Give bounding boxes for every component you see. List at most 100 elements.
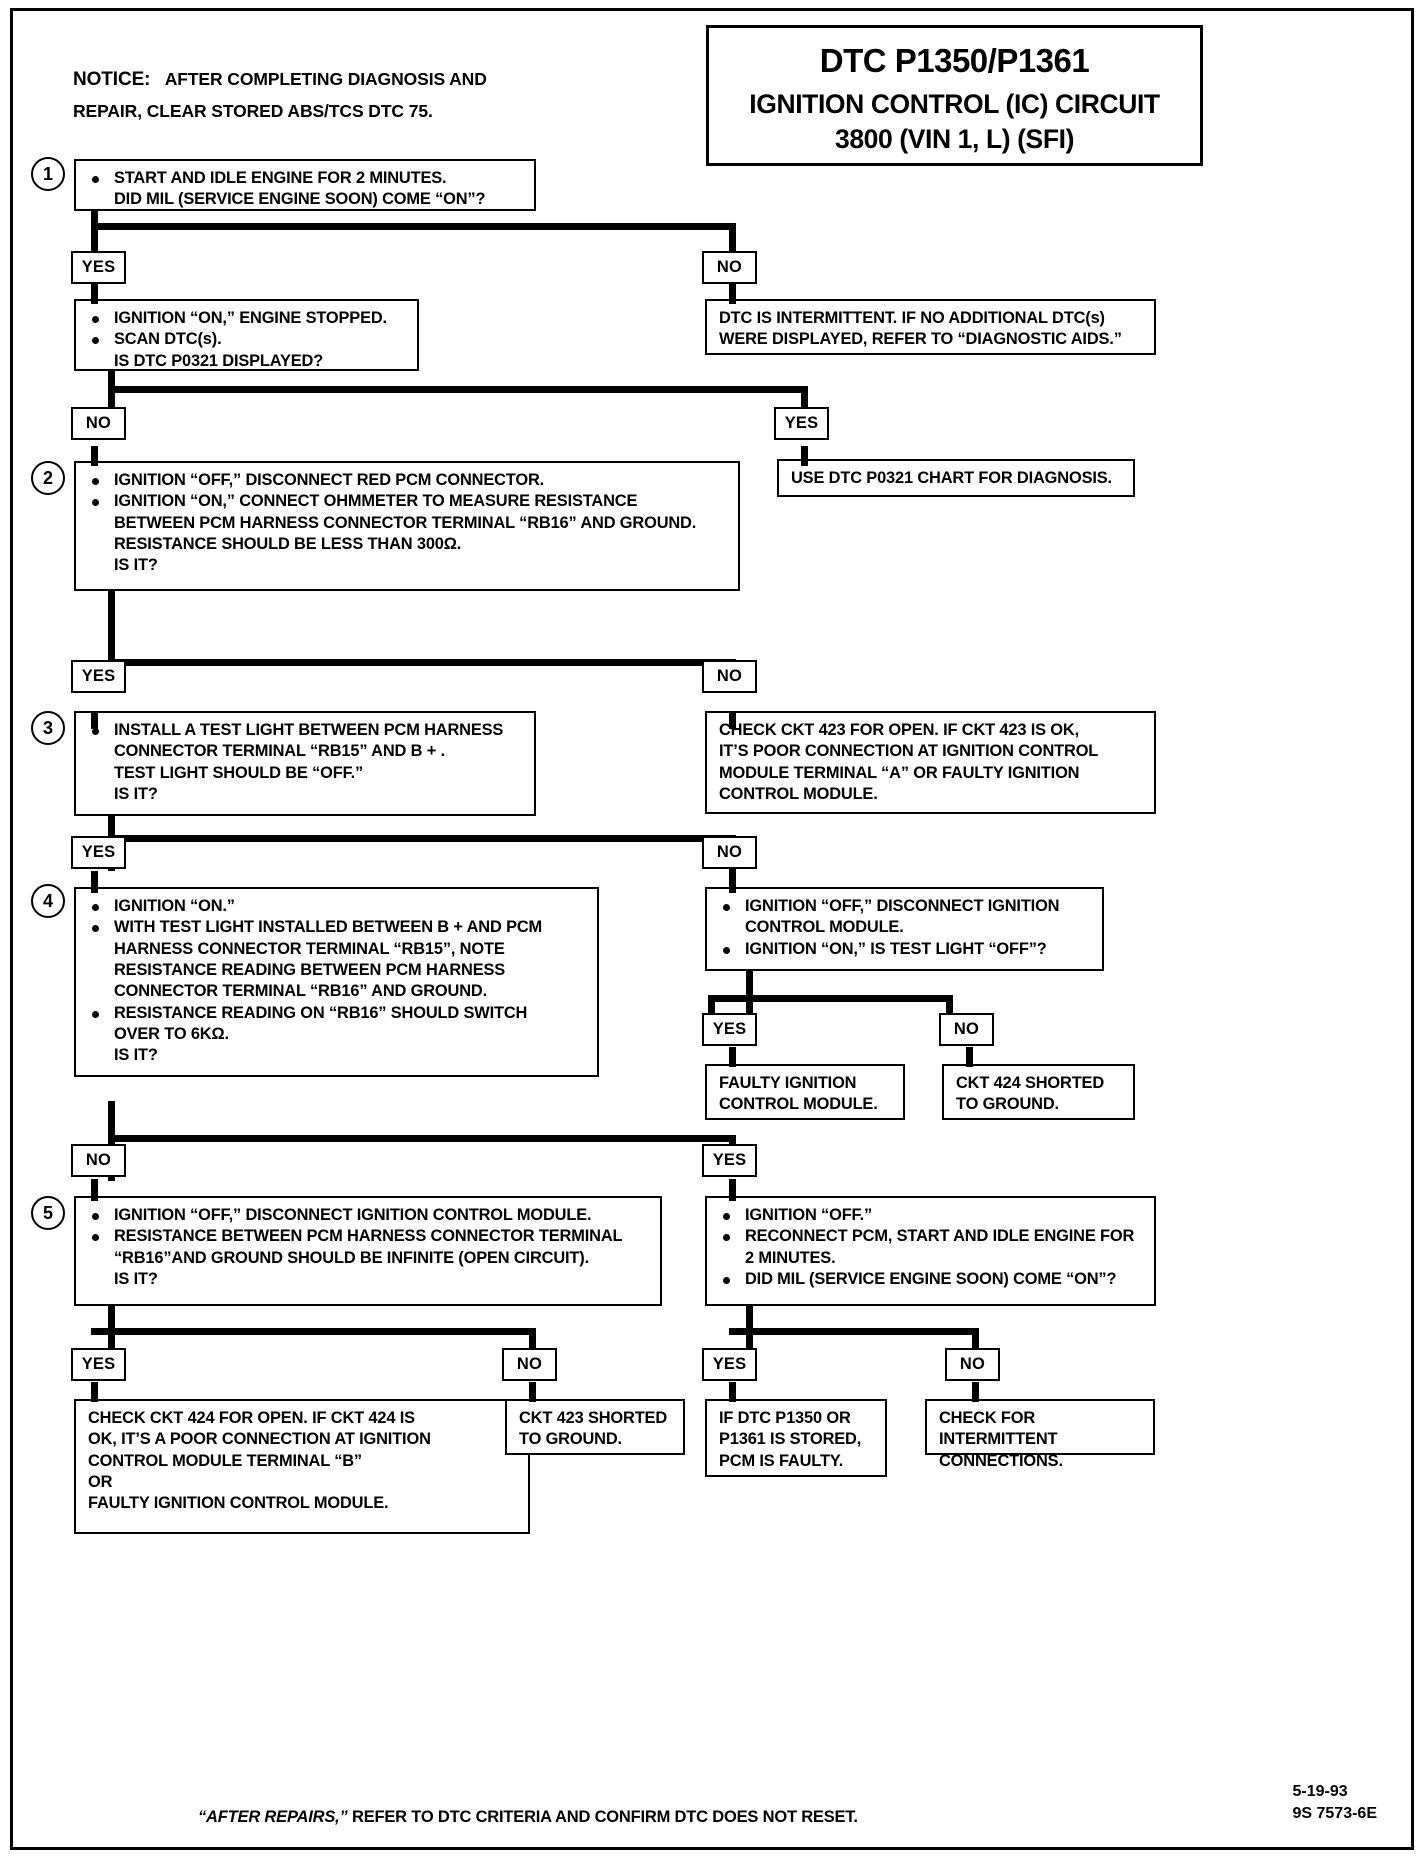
- step-2-box: IGNITION “OFF,” DISCONNECT RED PCM CONNE…: [74, 461, 740, 591]
- connector-line: [108, 659, 736, 666]
- step-1-yes-line-3: IS DTC P0321 DISPLAYED?: [114, 351, 324, 370]
- step-4-yes-box: IGNITION “OFF.” RECONNECT PCM, START AND…: [705, 1196, 1156, 1306]
- connector-line: [729, 1179, 736, 1201]
- step-4-yes-line-4: DID MIL (SERVICE ENGINE SOON) COME “ON”?: [719, 1269, 1144, 1290]
- engine-title: 3800 (VIN 1, L) (SFI): [835, 124, 1074, 154]
- step-5-line-1: IGNITION “OFF,” DISCONNECT IGNITION CONT…: [88, 1205, 650, 1226]
- connector-line: [108, 371, 115, 421]
- pcm-faulty-box: IF DTC P1350 OR P1361 IS STORED, PCM IS …: [705, 1399, 887, 1477]
- ckt423-short-line-1: CKT 423 SHORTED: [519, 1409, 668, 1427]
- connector-line: [708, 995, 715, 1019]
- step-5-line-4: IS IT?: [114, 1269, 158, 1288]
- footer-note-emphasis: “AFTER REPAIRS,”: [198, 1808, 348, 1826]
- step-1-yes-line-1: IGNITION “ON,” ENGINE STOPPED.: [88, 308, 407, 329]
- step-2-line-3: BETWEEN PCM HARNESS CONNECTOR TERMINAL “…: [114, 513, 697, 532]
- notice-label: NOTICE:: [73, 69, 151, 90]
- p0321-chart-box: USE DTC P0321 CHART FOR DIAGNOSIS.: [777, 459, 1135, 497]
- connector-line: [972, 1382, 979, 1402]
- connector-line: [729, 1382, 736, 1402]
- step-3-line-2: CONNECTOR TERMINAL “RB15” AND B + .: [114, 742, 445, 761]
- connector-line: [108, 386, 808, 393]
- step-3-box: INSTALL A TEST LIGHT BETWEEN PCM HARNESS…: [74, 711, 536, 816]
- step-number-5: 5: [31, 1196, 65, 1230]
- step-4-yes-line-3: 2 MINUTES.: [745, 1248, 836, 1267]
- branch-label-yes-step1[interactable]: YES: [71, 251, 126, 284]
- ckt424-open-line-2: OK, IT’S A POOR CONNECTION AT IGNITION: [88, 1430, 431, 1449]
- branch-label-no-step1[interactable]: NO: [702, 251, 757, 284]
- step-5-box: IGNITION “OFF,” DISCONNECT IGNITION CONT…: [74, 1196, 662, 1306]
- step-4-yes-line-1: IGNITION “OFF.”: [719, 1205, 1144, 1226]
- step-4-line-6: RESISTANCE READING ON “RB16” SHOULD SWIT…: [88, 1003, 587, 1024]
- step-1-no-line-1: DTC IS INTERMITTENT. IF NO ADDITIONAL DT…: [719, 309, 1105, 327]
- intermittent-line-2: CONNECTIONS.: [939, 1451, 1063, 1470]
- connector-line: [729, 284, 736, 304]
- step-4-line-8: IS IT?: [114, 1046, 158, 1065]
- connector-line: [91, 1179, 98, 1201]
- connector-line: [91, 446, 98, 466]
- connector-line: [91, 1328, 536, 1335]
- branch-label-no-step4yes[interactable]: NO: [945, 1348, 1000, 1381]
- intermittent-line-1: CHECK FOR INTERMITTENT: [939, 1409, 1058, 1449]
- step-1-yes-box: IGNITION “ON,” ENGINE STOPPED. SCAN DTC(…: [74, 299, 419, 371]
- ckt424-short-line-1: CKT 424 SHORTED: [956, 1074, 1105, 1092]
- branch-label-yes-step3[interactable]: YES: [71, 836, 126, 869]
- branch-label-yes-step3no[interactable]: YES: [702, 1013, 757, 1046]
- connector-line: [91, 223, 736, 230]
- ckt424-short-line-2: TO GROUND.: [956, 1095, 1059, 1114]
- connector-line: [729, 871, 736, 893]
- connector-line: [729, 1328, 979, 1335]
- title-box: DTC P1350/P1361 IGNITION CONTROL (IC) CI…: [706, 25, 1203, 166]
- notice-block: NOTICE: AFTER COMPLETING DIAGNOSIS AND R…: [73, 63, 673, 127]
- connector-line: [91, 1382, 98, 1402]
- step-4-line-4: RESISTANCE READING BETWEEN PCM HARNESS: [114, 960, 506, 979]
- step-number-3: 3: [31, 711, 65, 745]
- connector-line: [529, 1328, 536, 1350]
- connector-line: [972, 1328, 979, 1350]
- branch-label-no-step2[interactable]: NO: [702, 660, 757, 693]
- step-2-no-line-4: CONTROL MODULE.: [719, 784, 878, 803]
- connector-line: [966, 1047, 973, 1067]
- ckt423-short-line-2: TO GROUND.: [519, 1430, 622, 1449]
- step-number-4: 4: [31, 884, 65, 918]
- branch-label-no-step3no[interactable]: NO: [939, 1013, 994, 1046]
- connector-line: [108, 835, 736, 842]
- branch-label-yes-step1yes[interactable]: YES: [774, 407, 829, 440]
- step-2-no-line-1: CHECK CKT 423 FOR OPEN. IF CKT 423 IS OK…: [719, 721, 1079, 739]
- step-1-no-box: DTC IS INTERMITTENT. IF NO ADDITIONAL DT…: [705, 299, 1156, 355]
- branch-label-yes-step2[interactable]: YES: [71, 660, 126, 693]
- step-1-line-2: DID MIL (SERVICE ENGINE SOON) COME “ON”?: [114, 190, 486, 209]
- ckt424-open-line-4: OR: [88, 1472, 113, 1491]
- flowchart-page: NOTICE: AFTER COMPLETING DIAGNOSIS AND R…: [10, 8, 1414, 1850]
- connector-line: [91, 871, 98, 893]
- connector-line: [746, 971, 753, 1016]
- pcm-faulty-line-3: PCM IS FAULTY.: [719, 1451, 844, 1470]
- step-4-box: IGNITION “ON.” WITH TEST LIGHT INSTALLED…: [74, 887, 599, 1077]
- step-3-line-4: IS IT?: [114, 784, 158, 803]
- step-3-no-line-2: CONTROL MODULE.: [745, 918, 904, 937]
- branch-label-yes-step5[interactable]: YES: [71, 1348, 126, 1381]
- step-4-line-5: CONNECTOR TERMINAL “RB16” AND GROUND.: [114, 982, 487, 1001]
- step-3-no-line-3: IGNITION “ON,” IS TEST LIGHT “OFF”?: [719, 939, 1092, 960]
- branch-label-yes-step4yes[interactable]: YES: [702, 1348, 757, 1381]
- branch-label-no-step4[interactable]: NO: [71, 1144, 126, 1177]
- footer-note: “AFTER REPAIRS,” REFER TO DTC CRITERIA A…: [198, 1808, 858, 1827]
- branch-label-no-step3[interactable]: NO: [702, 836, 757, 869]
- step-2-no-box: CHECK CKT 423 FOR OPEN. IF CKT 423 IS OK…: [705, 711, 1156, 814]
- notice-line-1: AFTER COMPLETING DIAGNOSIS AND: [164, 69, 487, 89]
- ckt424-open-line-5: FAULTY IGNITION CONTROL MODULE.: [88, 1494, 389, 1513]
- connector-line: [108, 591, 115, 686]
- branch-label-no-step5[interactable]: NO: [502, 1348, 557, 1381]
- connector-line: [729, 1047, 736, 1067]
- ckt-424-open-box: CHECK CKT 424 FOR OPEN. IF CKT 424 IS OK…: [74, 1399, 530, 1534]
- step-4-line-3: HARNESS CONNECTOR TERMINAL “RB15”, NOTE: [114, 939, 505, 958]
- notice-line-2: REPAIR, CLEAR STORED ABS/TCS DTC 75.: [73, 101, 433, 122]
- connector-line: [108, 1135, 736, 1142]
- connector-line: [91, 284, 98, 304]
- step-number-1: 1: [31, 157, 65, 191]
- branch-label-no-step1yes[interactable]: NO: [71, 407, 126, 440]
- branch-label-yes-step4[interactable]: YES: [702, 1144, 757, 1177]
- faulty-icm-line-2: CONTROL MODULE.: [719, 1095, 878, 1114]
- dtc-code-title: DTC P1350/P1361: [819, 42, 1090, 79]
- ckt-423-shorted-box: CKT 423 SHORTED TO GROUND.: [505, 1399, 685, 1455]
- step-3-line-1: INSTALL A TEST LIGHT BETWEEN PCM HARNESS: [88, 720, 524, 741]
